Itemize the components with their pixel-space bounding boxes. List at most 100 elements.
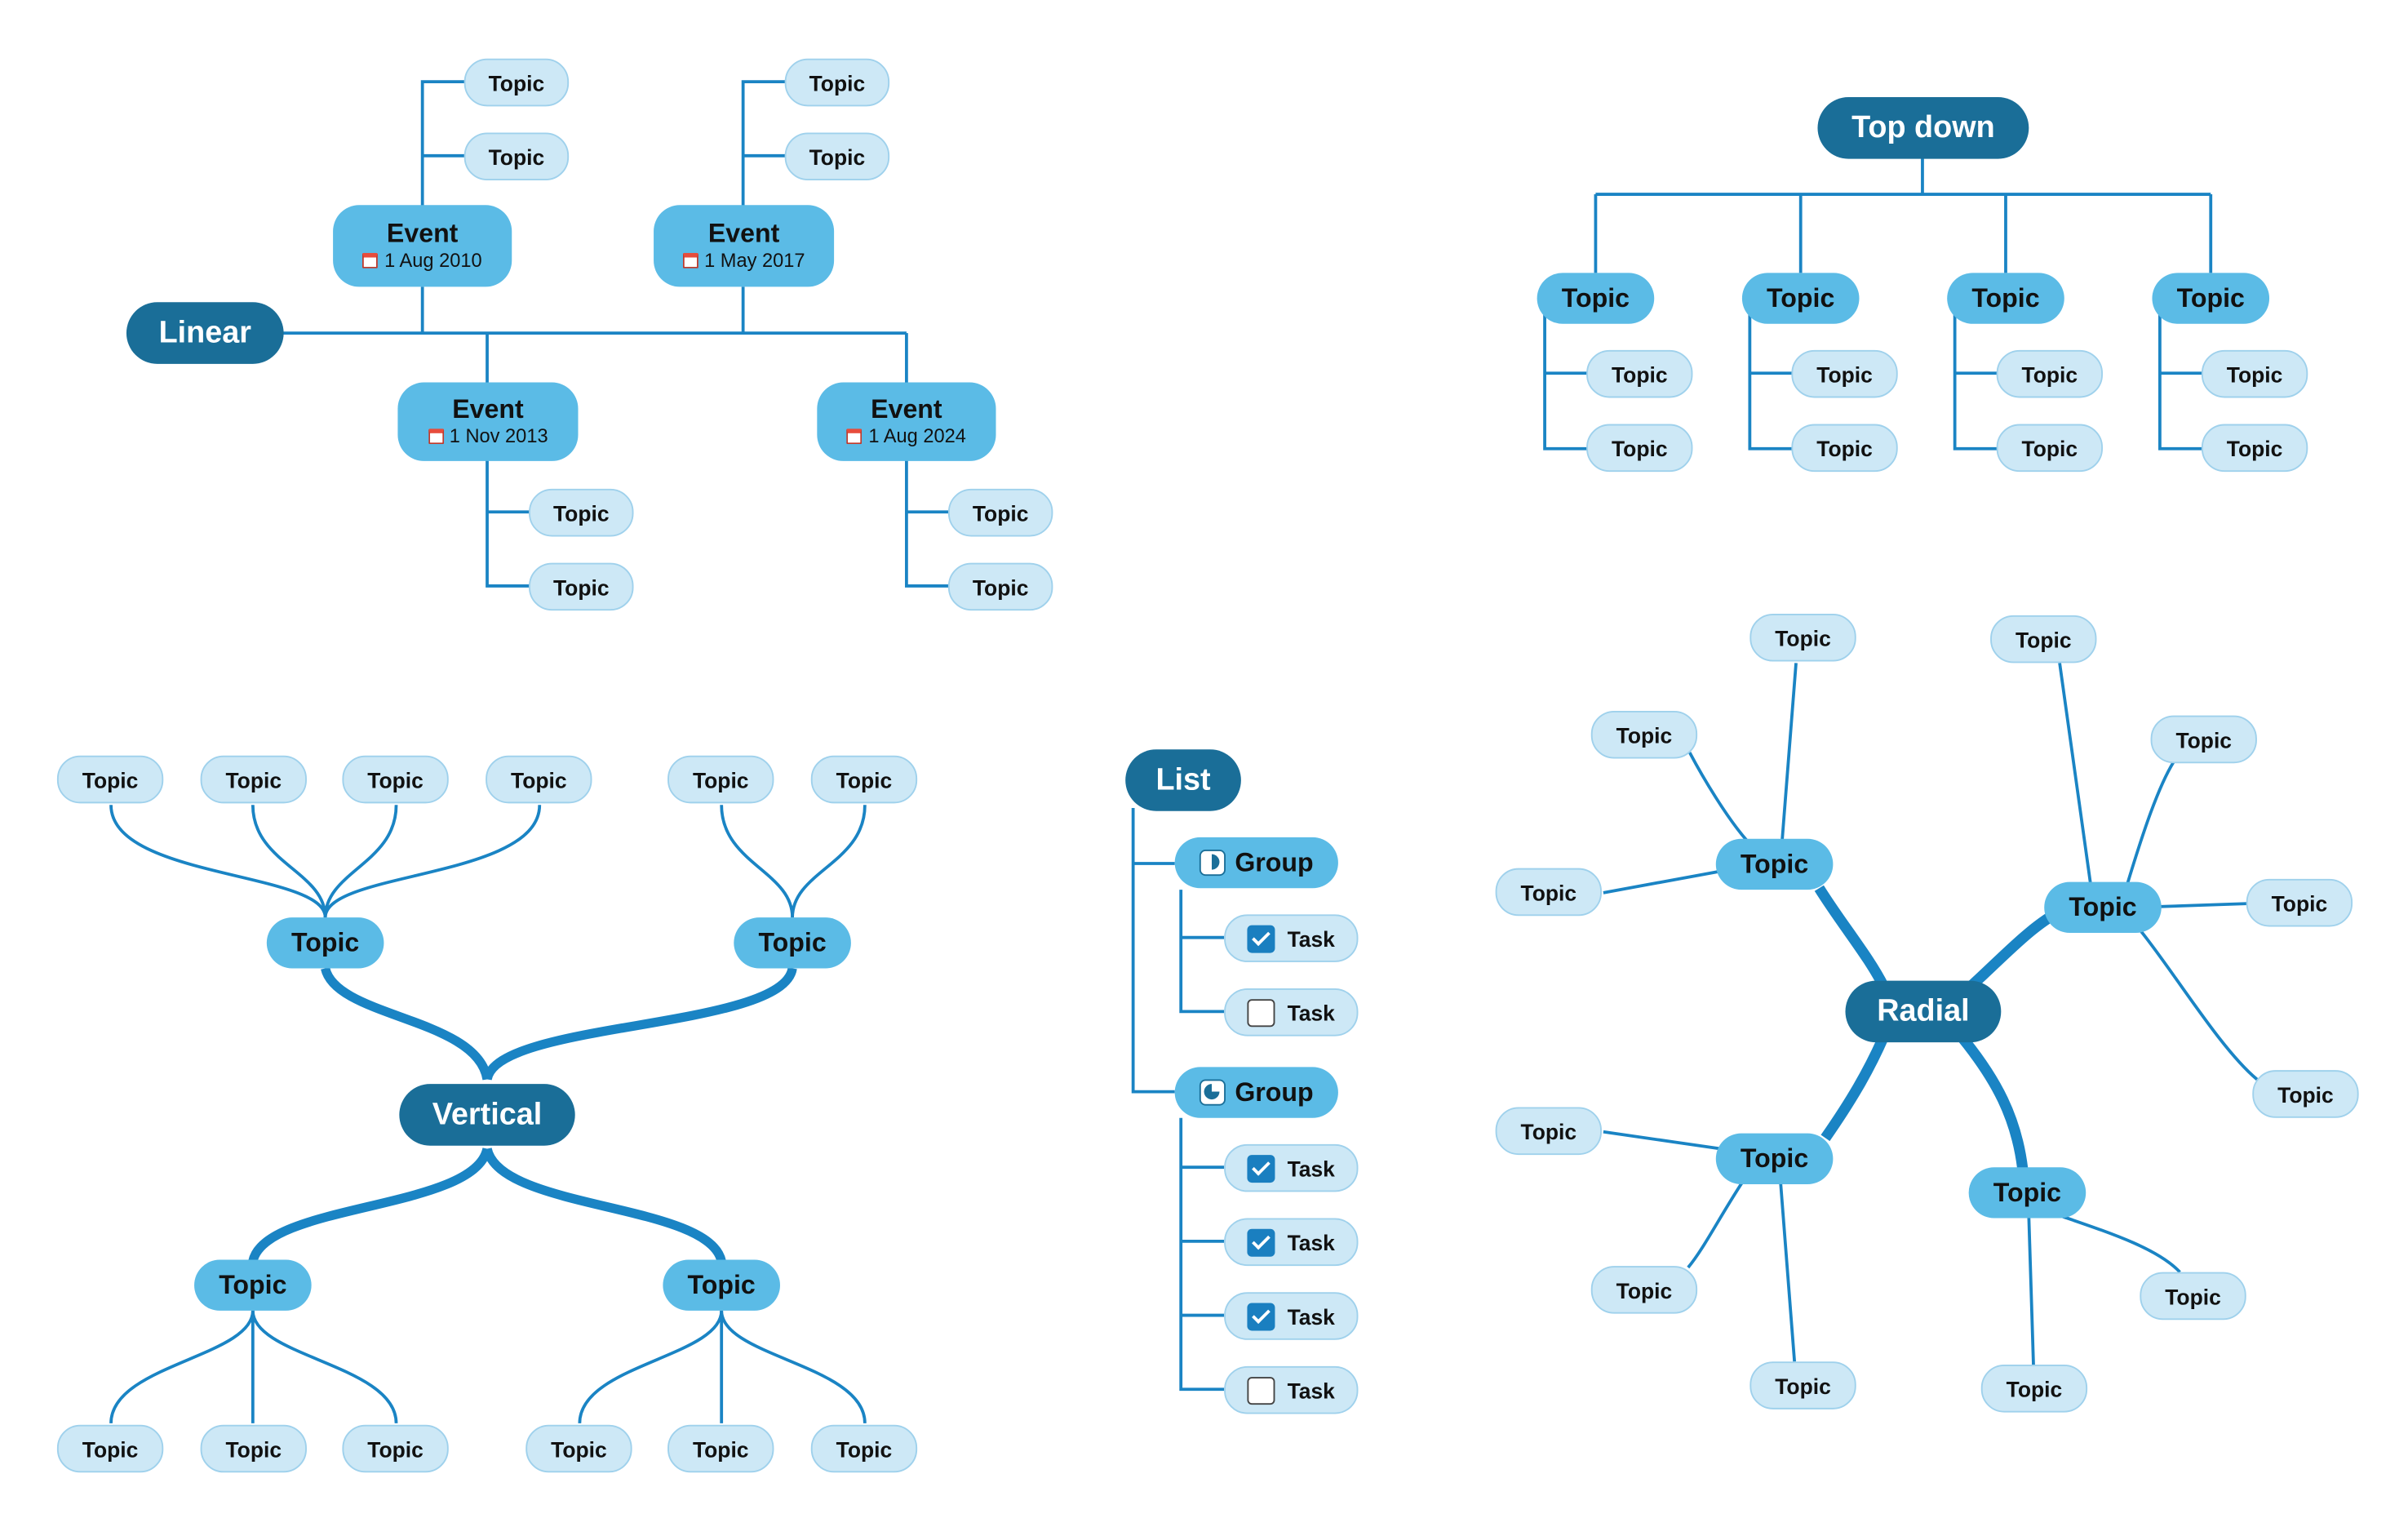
topic-node[interactable]: Topic: [1586, 349, 1693, 398]
task-node[interactable]: Task: [1224, 1143, 1359, 1192]
topic-branch[interactable]: Topic: [194, 1259, 312, 1311]
topic-branch[interactable]: Topic: [2152, 273, 2270, 324]
topic-branch[interactable]: Topic: [1537, 273, 1655, 324]
checkbox-checked-icon[interactable]: [1247, 1227, 1275, 1256]
topic-node[interactable]: Topic: [947, 562, 1053, 611]
topic-node[interactable]: Topic: [1990, 615, 2097, 664]
event-title: Event: [386, 219, 459, 249]
topic-node[interactable]: Topic: [810, 755, 918, 804]
event-node[interactable]: Event 1 Aug 2024: [817, 382, 996, 461]
date-text: 1 Aug 2010: [384, 250, 482, 272]
topic-node[interactable]: Topic: [1590, 1266, 1698, 1314]
calendar-icon: [362, 252, 379, 269]
topic-node[interactable]: Topic: [200, 755, 307, 804]
event-date: 1 May 2017: [682, 248, 805, 273]
topic-branch[interactable]: Topic: [1968, 1167, 2086, 1219]
topic-branch[interactable]: Topic: [2044, 881, 2162, 934]
topic-branch[interactable]: Topic: [1947, 273, 2064, 324]
topic-node[interactable]: Topic: [784, 132, 890, 181]
progress-three-quarter-icon: [1199, 1079, 1226, 1106]
topic-node[interactable]: Topic: [1590, 710, 1698, 759]
event-date: 1 Aug 2024: [846, 424, 966, 449]
topic-node[interactable]: Topic: [667, 755, 774, 804]
topic-node[interactable]: Topic: [1791, 424, 1898, 473]
topic-node[interactable]: Topic: [526, 1424, 632, 1473]
task-label: Task: [1287, 1229, 1335, 1254]
task-label: Task: [1287, 1156, 1335, 1181]
topic-node[interactable]: Topic: [784, 58, 890, 107]
topic-node[interactable]: Topic: [200, 1424, 307, 1473]
checkbox-unchecked-icon[interactable]: [1247, 1376, 1275, 1405]
topic-node[interactable]: Topic: [1996, 349, 2104, 398]
task-node[interactable]: Task: [1224, 1218, 1359, 1267]
topic-branch[interactable]: Topic: [663, 1259, 780, 1311]
radial-root[interactable]: Radial: [1845, 980, 2002, 1043]
date-text: 1 Aug 2024: [868, 425, 966, 447]
topic-node[interactable]: Topic: [810, 1424, 918, 1473]
topic-node[interactable]: Topic: [2246, 878, 2353, 927]
progress-half-icon: [1199, 850, 1226, 877]
group-node[interactable]: Group: [1174, 837, 1338, 889]
task-label: Task: [1287, 1303, 1335, 1329]
topic-branch[interactable]: Topic: [1715, 838, 1834, 890]
linear-root[interactable]: Linear: [126, 302, 284, 364]
topic-node[interactable]: Topic: [463, 58, 570, 107]
event-date: 1 Aug 2010: [362, 248, 482, 273]
vertical-root[interactable]: Vertical: [399, 1084, 575, 1146]
task-node[interactable]: Task: [1224, 1292, 1359, 1340]
task-label: Task: [1287, 926, 1335, 951]
event-title: Event: [871, 394, 942, 424]
task-node[interactable]: Task: [1224, 914, 1359, 962]
task-node[interactable]: Task: [1224, 988, 1359, 1037]
date-text: 1 May 2017: [704, 250, 805, 272]
topic-node[interactable]: Topic: [342, 755, 449, 804]
event-node[interactable]: Event 1 Nov 2013: [397, 382, 579, 461]
group-label: Group: [1235, 847, 1314, 877]
topic-node[interactable]: Topic: [56, 755, 164, 804]
topic-branch[interactable]: Topic: [1741, 273, 1860, 324]
calendar-icon: [682, 252, 698, 269]
topic-node[interactable]: Topic: [2201, 349, 2308, 398]
topic-node[interactable]: Topic: [463, 132, 570, 181]
checkbox-checked-icon[interactable]: [1247, 924, 1275, 952]
topic-branch[interactable]: Topic: [1715, 1133, 1834, 1184]
topic-node[interactable]: Topic: [947, 488, 1053, 537]
task-node[interactable]: Task: [1224, 1365, 1359, 1414]
event-node[interactable]: Event 1 May 2017: [654, 205, 835, 287]
list-root[interactable]: List: [1125, 749, 1241, 811]
task-label: Task: [1287, 1000, 1335, 1025]
topic-node[interactable]: Topic: [2201, 424, 2308, 473]
topic-node[interactable]: Topic: [667, 1424, 774, 1473]
checkbox-unchecked-icon[interactable]: [1247, 998, 1275, 1027]
topic-node[interactable]: Topic: [56, 1424, 164, 1473]
topic-node[interactable]: Topic: [1495, 1107, 1602, 1156]
event-date: 1 Nov 2013: [428, 424, 548, 449]
topdown-root[interactable]: Top down: [1817, 97, 2029, 159]
topic-node[interactable]: Topic: [486, 755, 592, 804]
checkbox-checked-icon[interactable]: [1247, 1154, 1275, 1183]
event-title: Event: [707, 219, 780, 249]
topic-node[interactable]: Topic: [1495, 868, 1602, 917]
date-text: 1 Nov 2013: [449, 425, 548, 447]
topic-node[interactable]: Topic: [2252, 1070, 2359, 1118]
topic-node[interactable]: Topic: [1980, 1365, 2088, 1413]
topic-node[interactable]: Topic: [529, 562, 634, 611]
topic-node[interactable]: Topic: [1749, 613, 1856, 662]
topic-node[interactable]: Topic: [1791, 349, 1898, 398]
topic-node[interactable]: Topic: [1586, 424, 1693, 473]
topic-node[interactable]: Topic: [1996, 424, 2104, 473]
topic-node[interactable]: Topic: [2140, 1272, 2246, 1321]
group-node[interactable]: Group: [1174, 1067, 1338, 1118]
checkbox-checked-icon[interactable]: [1247, 1302, 1275, 1330]
topic-node[interactable]: Topic: [1749, 1361, 1856, 1409]
topic-node[interactable]: Topic: [2150, 715, 2257, 764]
event-node[interactable]: Event 1 Aug 2010: [333, 205, 512, 287]
topic-branch[interactable]: Topic: [266, 917, 384, 969]
group-label: Group: [1235, 1077, 1314, 1107]
topic-node[interactable]: Topic: [529, 488, 634, 537]
topic-branch[interactable]: Topic: [734, 917, 851, 969]
event-title: Event: [452, 394, 524, 424]
topic-node[interactable]: Topic: [342, 1424, 449, 1473]
